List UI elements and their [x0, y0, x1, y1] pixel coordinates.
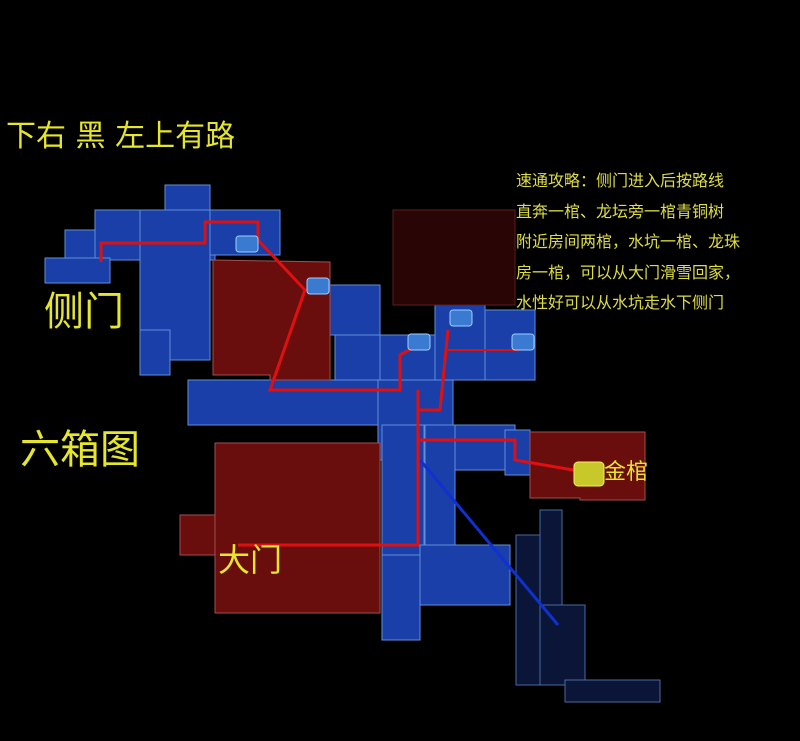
- side-gate-label: 侧门: [44, 289, 124, 335]
- chest-icon: [449, 309, 473, 327]
- chest-icons: [235, 235, 535, 351]
- red-rooms: [179, 259, 646, 614]
- chest-icon: [511, 333, 535, 351]
- chest-icon: [306, 277, 330, 295]
- chest-icon: [235, 235, 259, 253]
- map-title: 下右 黑 左上有路: [6, 119, 236, 154]
- dark-red-room: [392, 209, 516, 306]
- dark-rooms: [515, 509, 661, 703]
- guide-line: 直奔一棺、龙坛旁一棺青铜树: [516, 201, 725, 221]
- gold-coffin-icon: [573, 461, 605, 487]
- guide-line: 附近房间两棺，水坑一棺、龙珠: [516, 232, 741, 251]
- main-gate-label: 大门: [218, 541, 283, 579]
- guide-line: 房一棺，可以从大门滑雪回家，: [516, 262, 741, 282]
- six-box-label: 六箱图: [20, 427, 140, 473]
- blue-route: [418, 459, 560, 626]
- chest-icon: [407, 333, 431, 351]
- guide-line: 速通攻略：侧门进入后按路线: [516, 171, 725, 190]
- gold-coffin-label: 金棺: [604, 460, 649, 485]
- speedrun-guide: 速通攻略：侧门进入后按路线 直奔一棺、龙坛旁一棺青铜树 附近房间两棺，水坑一棺、…: [516, 166, 740, 319]
- guide-line: 水性好可以从水坑走水下侧门: [516, 293, 725, 312]
